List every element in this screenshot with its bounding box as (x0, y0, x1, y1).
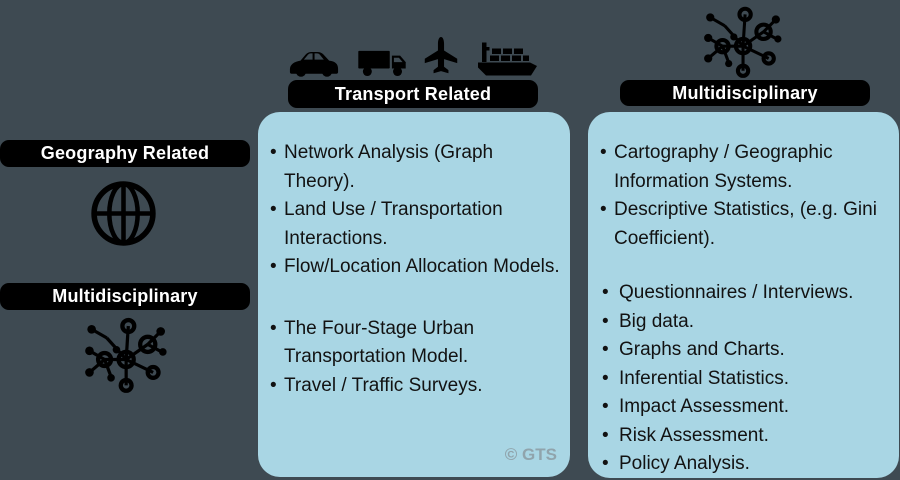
column-header-label: Transport Related (334, 83, 492, 104)
list-item: Impact Assessment. (600, 393, 893, 422)
method-list: Network Analysis (Graph Theory). Land Us… (270, 139, 564, 282)
cargo-ship-icon (476, 41, 538, 78)
list-item: Descriptive Statistics, (e.g. Gini Coeff… (600, 196, 893, 253)
left-section-multidisciplinary: Multidisciplinary (0, 283, 250, 310)
truck-icon (357, 47, 407, 78)
list-item: Cartography / Geographic Information Sys… (600, 139, 893, 196)
multidisciplinary-panel: Cartography / Geographic Information Sys… (588, 112, 899, 478)
list-item: Inferential Statistics. (600, 365, 893, 394)
network-icon (700, 1, 782, 79)
globe-icon (87, 177, 160, 250)
copyright-watermark: © GTS (504, 445, 557, 464)
method-list: Cartography / Geographic Information Sys… (600, 139, 893, 253)
transport-icons-row (288, 34, 538, 78)
list-item: Land Use / Transportation Interactions. (270, 196, 564, 253)
list-item: Flow/Location Allocation Models. (270, 253, 564, 282)
list-item: Graphs and Charts. (600, 336, 893, 365)
transport-related-panel: Network Analysis (Graph Theory). Land Us… (258, 112, 570, 477)
method-list: The Four-Stage Urban Transportation Mode… (270, 315, 564, 401)
list-item: The Four-Stage Urban Transportation Mode… (270, 315, 564, 372)
list-item: Big data. (600, 308, 893, 337)
car-icon (288, 49, 340, 78)
list-item: Risk Assessment. (600, 422, 893, 451)
list-item: Policy Analysis. (600, 450, 893, 479)
method-list: Questionnaires / Interviews. Big data. G… (600, 279, 893, 479)
network-icon (80, 312, 168, 394)
list-item: Travel / Traffic Surveys. (270, 372, 564, 401)
column-header-transport-related: Transport Related (288, 80, 538, 108)
list-item: Network Analysis (Graph Theory). (270, 139, 564, 196)
left-section-geography-related: Geography Related (0, 140, 250, 167)
list-item: Questionnaires / Interviews. (600, 279, 893, 308)
column-header-multidisciplinary: Multidisciplinary (620, 80, 870, 106)
airplane-icon (423, 36, 459, 78)
left-section-label: Multidisciplinary (52, 286, 198, 306)
left-section-label: Geography Related (40, 143, 210, 163)
column-header-label: Multidisciplinary (672, 82, 818, 103)
